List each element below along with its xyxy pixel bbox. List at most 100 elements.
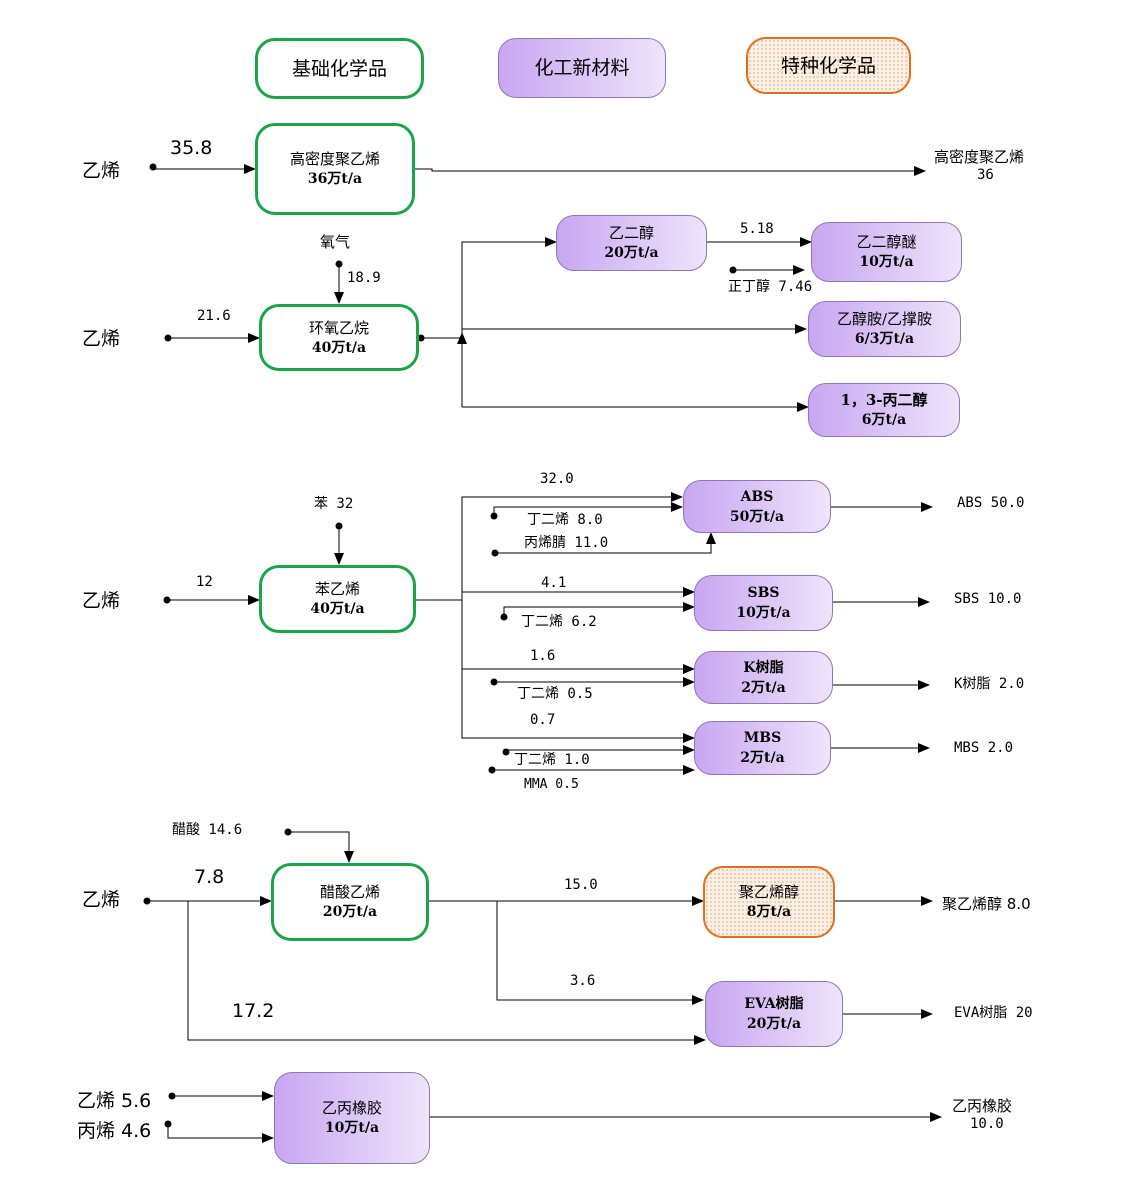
feed-label: 乙烯: [82, 590, 121, 612]
abs-unit: ABS 50万t/a: [683, 480, 831, 533]
unit-name: 环氧乙烷: [308, 318, 369, 337]
unit-name: 乙醇胺/乙撑胺: [836, 310, 933, 328]
unit-capacity: 36万t/a: [307, 171, 363, 187]
source-dot: [335, 522, 343, 530]
butanol-label: 正丁醇 7.46: [728, 279, 813, 295]
flow-line: [167, 1124, 274, 1143]
unit-name: 聚乙烯醇: [738, 883, 799, 901]
unit-name: ABS: [740, 488, 774, 505]
source-dot: [143, 897, 151, 905]
pva-unit: 聚乙烯醇 8万t/a: [703, 866, 835, 938]
output-label: 乙丙橡胶: [952, 1097, 1013, 1115]
output-label: K树脂 2.0: [954, 676, 1025, 692]
legend-label: 特种化学品: [780, 54, 876, 77]
flow-qty: 5.18: [740, 221, 774, 237]
flow-qty: 32.0: [540, 471, 574, 487]
source-dot: [490, 512, 498, 520]
source-dot: [729, 266, 737, 274]
epdm-unit: 乙丙橡胶 10万t/a: [274, 1072, 430, 1164]
unit-capacity: 20万t/a: [604, 245, 659, 261]
output-label: 聚乙烯醇 8.0: [942, 895, 1031, 913]
source-dot: [168, 1092, 176, 1100]
flow-qty: 12: [196, 574, 213, 590]
unit-name: 醋酸乙烯: [319, 883, 380, 901]
legend-new-materials: 化工新材料: [498, 38, 666, 98]
unit-capacity: 10万t/a: [324, 1120, 380, 1136]
co-feed-label: 丁二烯 8.0: [527, 512, 603, 528]
unit-name: SBS: [747, 585, 780, 601]
oxygen-label: 氧气: [320, 233, 351, 251]
flow-qty: 7.8: [194, 866, 225, 888]
flow-line: [495, 532, 716, 554]
unit-capacity: 6万t/a: [861, 412, 907, 428]
source-dot: [164, 1120, 172, 1128]
source-dot: [164, 334, 172, 342]
legend-label: 基础化学品: [291, 57, 387, 80]
flow-line: [414, 166, 926, 176]
legend-basic-chemicals: 基础化学品: [255, 38, 424, 99]
co-feed-label: 丁二烯 6.2: [521, 614, 597, 630]
unit-name: 苯乙烯: [314, 580, 360, 598]
acetic-acid-label: 醋酸 14.6: [172, 822, 243, 838]
flow-line: [461, 688, 695, 743]
co-feed-label: MMA 0.5: [524, 777, 579, 792]
flow-qty: 0.7: [530, 712, 556, 728]
unit-name: K树脂: [743, 659, 784, 676]
co-feed-label: 丁二烯 1.0: [514, 752, 590, 768]
vinyl-acetate-unit: 醋酸乙烯 20万t/a: [271, 863, 429, 941]
k-resin-unit: K树脂 2万t/a: [694, 651, 833, 704]
source-dot: [500, 613, 508, 621]
flow-qty: 4.1: [541, 575, 567, 591]
output-label: MBS 2.0: [954, 740, 1014, 756]
source-dot: [284, 828, 292, 836]
ethanolamine-unit: 乙醇胺/乙撑胺 6/3万t/a: [808, 301, 961, 357]
unit-name: 乙丙橡胶: [321, 1099, 382, 1117]
flow-qty: 17.2: [232, 1000, 275, 1022]
glycol-ether-unit: 乙二醇醚 10万t/a: [811, 222, 962, 282]
unit-capacity: 10万t/a: [859, 254, 914, 270]
unit-name: 1，3-丙二醇: [840, 391, 928, 409]
feed-label: 乙烯 5.6: [77, 1090, 152, 1112]
output-qty: 10.0: [970, 1116, 1004, 1132]
mbs-unit: MBS 2万t/a: [694, 721, 831, 775]
flow-line: [496, 901, 704, 1005]
output-label: EVA树脂 20: [954, 1005, 1033, 1021]
co-feed-label: 丁二烯 0.5: [517, 686, 593, 702]
unit-name: MBS: [743, 730, 782, 746]
unit-capacity: 50万t/a: [729, 508, 785, 525]
unit-capacity: 6/3万t/a: [854, 331, 915, 347]
feed-label: 乙烯: [82, 889, 121, 911]
legend-label: 化工新材料: [534, 57, 630, 79]
flow-line: [288, 831, 354, 863]
unit-name: EVA树脂: [744, 996, 804, 1012]
hdpe-unit: 高密度聚乙烯 36万t/a: [255, 123, 415, 215]
ethylene-oxide-unit: 环氧乙烷 40万t/a: [259, 304, 419, 371]
flow-line: [187, 901, 706, 1045]
unit-capacity: 2万t/a: [741, 679, 786, 696]
ethylene-glycol-unit: 乙二醇 20万t/a: [556, 215, 707, 271]
flow-line: [461, 237, 557, 333]
flow-qty: 1.6: [530, 648, 556, 664]
unit-capacity: 40万t/a: [311, 339, 367, 356]
unit-name: 乙二醇醚: [856, 233, 917, 251]
source-dot: [488, 766, 496, 774]
output-label: SBS 10.0: [954, 591, 1022, 607]
propanediol-unit: 1，3-丙二醇 6万t/a: [808, 383, 960, 437]
unit-capacity: 40万t/a: [310, 601, 365, 617]
unit-capacity: 2万t/a: [740, 750, 785, 766]
source-dot: [163, 596, 171, 604]
styrene-unit: 苯乙烯 40万t/a: [259, 565, 416, 633]
flow-qty: 15.0: [564, 877, 598, 893]
feed-label: 丙烯 4.6: [77, 1120, 152, 1142]
sbs-unit: SBS 10万t/a: [694, 575, 833, 631]
output-label: 高密度聚乙烯: [934, 148, 1025, 166]
unit-capacity: 20万t/a: [322, 904, 378, 920]
flow-qty: 18.9: [347, 270, 381, 286]
source-dot: [149, 163, 157, 171]
source-dot: [490, 678, 498, 686]
unit-capacity: 8万t/a: [746, 904, 792, 920]
feed-label: 乙烯: [82, 328, 121, 350]
feed-label: 乙烯: [82, 160, 121, 182]
output-qty: 36: [977, 167, 994, 183]
